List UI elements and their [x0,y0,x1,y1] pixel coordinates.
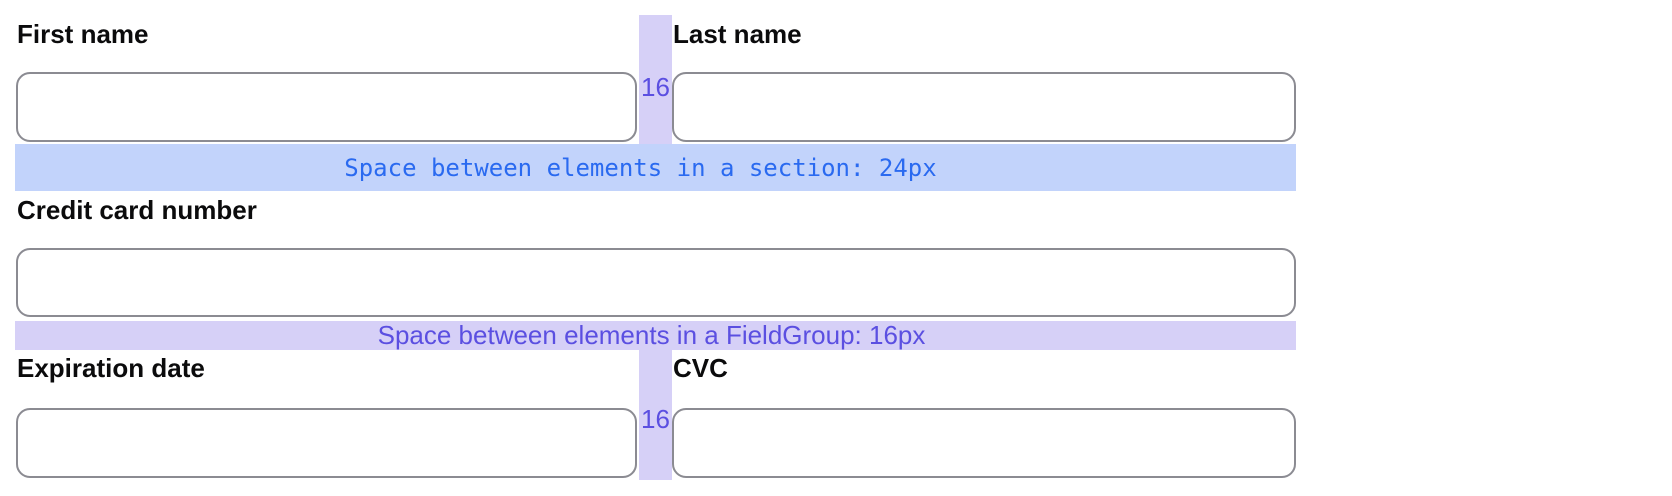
last-name-input[interactable] [672,72,1296,142]
credit-card-number-label: Credit card number [17,195,257,225]
column-gap-overlay-bottom [639,350,672,480]
last-name-label: Last name [673,19,802,49]
cvc-input[interactable] [672,408,1296,478]
column-gap-overlay-top [639,15,672,144]
fieldgroup-gap-label: Space between elements in a FieldGroup: … [377,320,926,350]
expiration-date-input[interactable] [16,408,637,478]
section-gap-label: Space between elements in a section: 24p… [344,153,937,182]
expiration-date-label: Expiration date [17,353,205,383]
column-gap-size-label-bottom: 16 [641,404,670,434]
fieldgroup-gap-overlay: Space between elements in a FieldGroup: … [15,320,1296,350]
credit-card-number-input[interactable] [16,248,1296,317]
column-gap-size-label-top: 16 [641,72,670,102]
first-name-label: First name [17,19,149,49]
first-name-input[interactable] [16,72,637,142]
section-gap-overlay: Space between elements in a section: 24p… [15,144,1296,191]
cvc-label: CVC [673,353,728,383]
